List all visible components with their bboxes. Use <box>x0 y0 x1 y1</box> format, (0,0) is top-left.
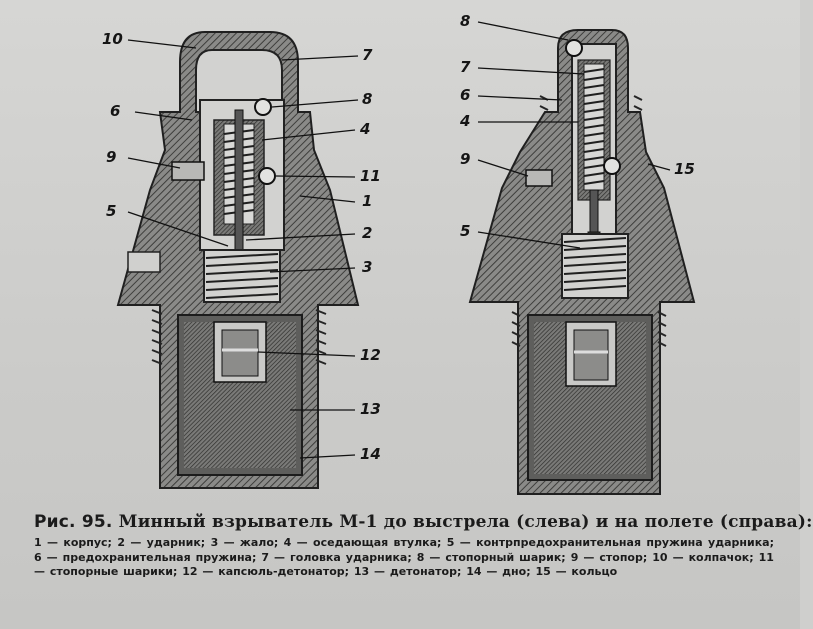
left-callout-9: 9 <box>106 148 116 166</box>
legend-item: 14 — дно; <box>466 565 531 578</box>
left-fuze-drawing <box>116 31 360 489</box>
left-callout-5: 5 <box>106 202 116 220</box>
left-callout-12: 12 <box>360 346 381 364</box>
right-callouts: 8 7 6 4 9 15 5 <box>459 12 695 240</box>
fuze-cross-section-figure: 10 7 6 8 4 9 11 1 5 2 3 12 13 14 8 7 6 4… <box>102 12 696 495</box>
legend-item: 9 — стопор; <box>570 550 648 564</box>
left-callout-4: 4 <box>359 120 370 138</box>
legend-item: 15 — кольцо <box>535 565 618 578</box>
right-callout-9: 9 <box>460 150 470 168</box>
left-callout-7: 7 <box>362 46 373 64</box>
left-callout-14: 14 <box>360 445 381 463</box>
left-callouts: 10 7 6 8 4 9 11 1 5 2 3 12 13 14 <box>102 30 381 463</box>
legend-item: 5 — контрпредохранительная пружина ударн… <box>446 536 774 549</box>
left-fuze-threads <box>151 309 327 365</box>
legend-item: 13 — детонатор; <box>353 565 462 578</box>
left-callout-2: 2 <box>362 224 372 242</box>
legend-item: 11 — стопорные шарики; <box>34 550 774 579</box>
left-callout-8: 8 <box>362 90 372 108</box>
figure-title: Минный взрыватель М-1 до выстрела (слева… <box>118 512 813 532</box>
legend-item: 1 — корпус; <box>34 536 112 549</box>
right-callout-7: 7 <box>460 58 471 76</box>
right-callout-4: 4 <box>459 112 470 130</box>
caption-title: Рис. 95. Минный взрыватель М-1 до выстре… <box>34 512 812 532</box>
legend-item: 3 — жало; <box>210 536 279 549</box>
legend-item: 8 — стопорный шарик; <box>416 550 566 564</box>
right-callout-15: 15 <box>674 160 695 178</box>
left-callout-13: 13 <box>360 400 381 418</box>
figure-caption: Рис. 95. Минный взрыватель М-1 до выстре… <box>34 512 812 580</box>
right-callout-8: 8 <box>460 12 470 30</box>
leader-lines <box>127 21 671 459</box>
right-fuze-drawing <box>468 29 696 495</box>
left-callout-10: 10 <box>102 30 123 48</box>
left-callout-1: 1 <box>362 192 372 210</box>
caption-legend: 1 — корпус; 2 — ударник; 3 — жало; 4 — о… <box>34 536 774 580</box>
right-callout-6: 6 <box>460 86 470 104</box>
left-callout-3: 3 <box>362 258 372 276</box>
legend-item: 4 — оседающая втулка; <box>283 536 442 549</box>
legend-item: 12 — капсюль-детонатор; <box>182 565 350 578</box>
legend-item: 6 — предохранительная пружина; <box>34 550 257 564</box>
right-callout-5: 5 <box>460 222 470 240</box>
legend-item: 10 — колпачок; <box>652 550 754 564</box>
legend-item: 2 — ударник; <box>117 536 206 549</box>
left-callout-6: 6 <box>110 102 120 120</box>
legend-item: 7 — головка ударника; <box>261 550 412 564</box>
left-callout-11: 11 <box>360 167 381 185</box>
right-fuze-threads <box>511 95 667 347</box>
figure-label: Рис. 95. <box>34 512 113 532</box>
